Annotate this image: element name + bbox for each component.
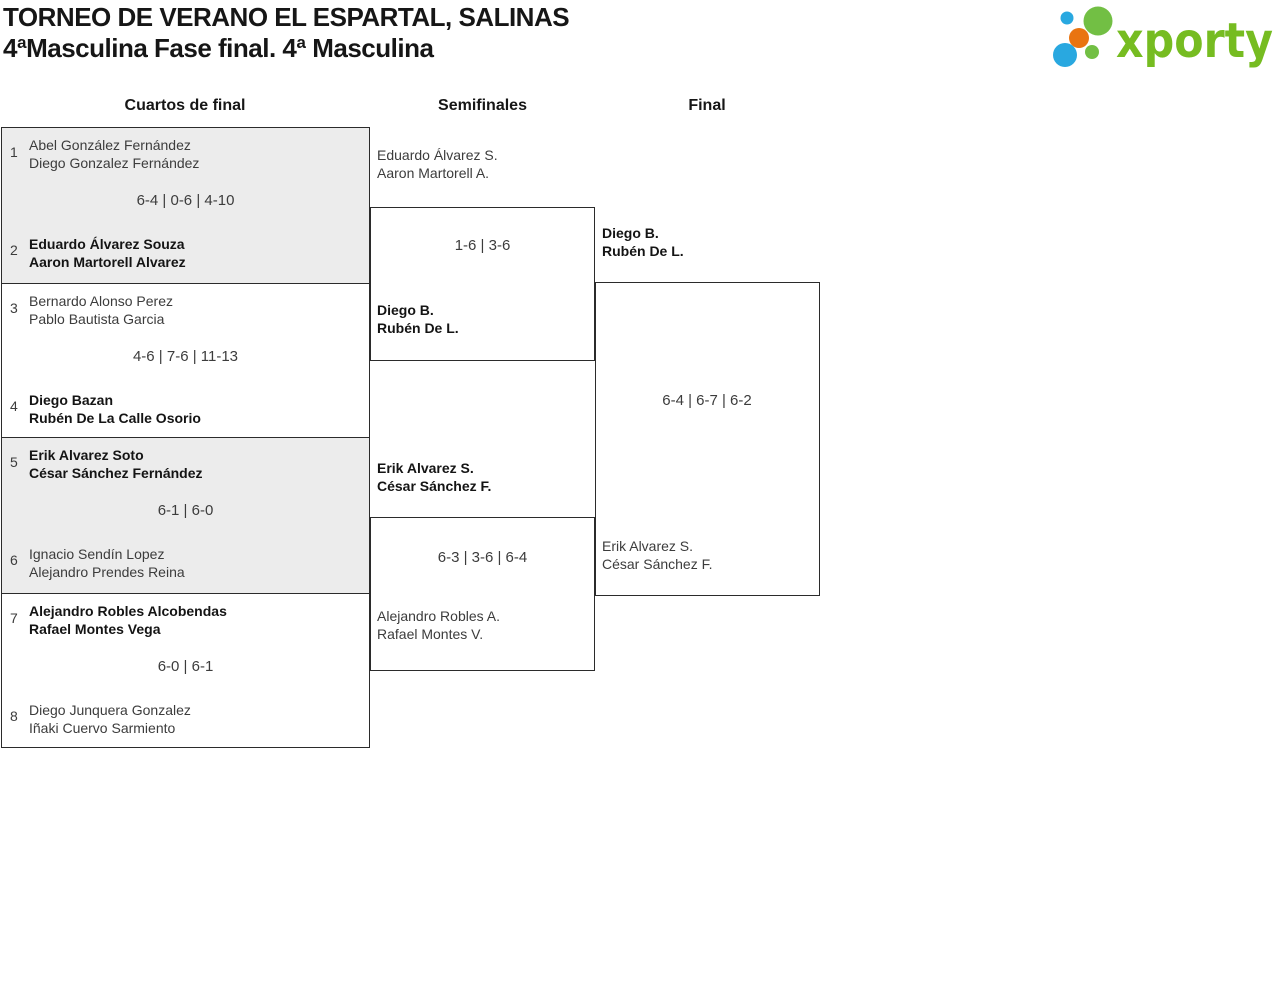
team-entry: Eduardo Álvarez Souza Aaron Martorell Al… [29, 235, 186, 271]
category-title: 4ªMasculina Fase final. 4ª Masculina [3, 33, 434, 63]
seed-label: 1 [10, 144, 18, 160]
seed-label: 3 [10, 300, 18, 316]
match-score: 6-0 | 6-1 [157, 658, 214, 675]
seed-label: 6 [10, 552, 18, 568]
player-name: Pablo Bautista Garcia [29, 311, 165, 327]
player-name: Diego B. [602, 225, 659, 241]
column-header-final: Final [688, 97, 726, 114]
team-entry: Ignacio Sendín Lopez Alejandro Prendes R… [29, 545, 185, 581]
player-name: Abel González Fernández [29, 137, 191, 153]
player-name: Eduardo Álvarez S. [377, 147, 498, 163]
player-name: Aaron Martorell A. [377, 165, 490, 181]
team-entry: Erik Alvarez S. César Sánchez F. [602, 537, 713, 573]
player-name: Rubén De L. [602, 243, 684, 259]
team-entry: Diego B. Rubén De L. [377, 301, 459, 337]
team-entry: Eduardo Álvarez S. Aaron Martorell A. [377, 146, 498, 182]
player-name: Alejandro Robles Alcobendas [29, 603, 227, 619]
match-score: 6-3 | 3-6 | 6-4 [437, 549, 528, 566]
player-name: Rubén De L. [377, 320, 459, 336]
team-entry: Abel González Fernández Diego Gonzalez F… [29, 136, 199, 172]
seed-label: 8 [10, 708, 18, 724]
match-score: 1-6 | 3-6 [454, 237, 511, 254]
final-match[interactable] [595, 282, 820, 596]
column-header-semifinals: Semifinales [438, 97, 527, 114]
quarterfinal-match-3[interactable]: 5 Erik Alvarez Soto César Sánchez Fernán… [1, 437, 370, 594]
player-name: Erik Alvarez Soto [29, 447, 144, 463]
player-name: Erik Alvarez S. [602, 538, 694, 554]
team-entry: Bernardo Alonso Perez Pablo Bautista Gar… [29, 292, 173, 328]
player-name: César Sánchez Fernández [29, 465, 203, 481]
player-name: Aaron Martorell Alvarez [29, 254, 186, 270]
player-name: Rafael Montes Vega [29, 621, 161, 637]
seed-label: 5 [10, 454, 18, 470]
quarterfinal-match-2[interactable]: 3 Bernardo Alonso Perez Pablo Bautista G… [1, 283, 370, 438]
xporty-logo: xporty [1048, 2, 1278, 74]
match-score: 6-4 | 6-7 | 6-2 [662, 392, 752, 409]
player-name: Alejandro Robles A. [377, 608, 500, 624]
page-title: TORNEO DE VERANO EL ESPARTAL, SALINAS 4ª… [3, 2, 570, 64]
team-entry: Erik Alvarez S. César Sánchez F. [377, 459, 491, 495]
quarterfinal-match-4[interactable]: 7 Alejandro Robles Alcobendas Rafael Mon… [1, 593, 370, 748]
team-entry: Diego Bazan Rubén De La Calle Osorio [29, 391, 201, 427]
player-name: Diego B. [377, 302, 434, 318]
seed-label: 7 [10, 610, 18, 626]
logo-wordmark: xporty [1116, 13, 1273, 69]
logo-dot-green-small-icon [1085, 45, 1099, 59]
player-name: Ignacio Sendín Lopez [29, 546, 165, 562]
player-name: Eduardo Álvarez Souza [29, 236, 185, 252]
team-entry: Diego Junquera Gonzalez Iñaki Cuervo Sar… [29, 701, 191, 737]
column-header-quarterfinals: Cuartos de final [124, 97, 246, 114]
semifinal-match-2[interactable] [370, 517, 595, 671]
semifinal-match-1[interactable] [370, 207, 595, 361]
seed-label: 2 [10, 242, 18, 258]
team-entry: Erik Alvarez Soto César Sánchez Fernánde… [29, 446, 203, 482]
xporty-logo-graphic: xporty [1053, 6, 1273, 69]
player-name: Rubén De La Calle Osorio [29, 410, 201, 426]
player-name: Bernardo Alonso Perez [29, 293, 173, 309]
match-score: 6-1 | 6-0 [157, 502, 214, 519]
match-score: 4-6 | 7-6 | 11-13 [132, 348, 239, 365]
player-name: Alejandro Prendes Reina [29, 564, 185, 580]
logo-dot-orange-icon [1069, 28, 1089, 48]
match-score: 6-4 | 0-6 | 4-10 [136, 192, 235, 209]
player-name: Erik Alvarez S. [377, 460, 474, 476]
player-name: Diego Junquera Gonzalez [29, 702, 191, 718]
team-entry: Alejandro Robles A. Rafael Montes V. [377, 607, 500, 643]
quarterfinal-match-1[interactable]: 1 Abel González Fernández Diego Gonzalez… [1, 127, 370, 284]
player-name: Iñaki Cuervo Sarmiento [29, 720, 176, 736]
logo-dot-blue-large-icon [1053, 43, 1077, 67]
player-name: Diego Bazan [29, 392, 114, 408]
team-entry: Diego B. Rubén De L. [602, 224, 684, 260]
logo-dot-green-large-icon [1083, 6, 1113, 36]
player-name: César Sánchez F. [602, 556, 713, 572]
logo-dot-blue-small-icon [1060, 11, 1074, 25]
tournament-title: TORNEO DE VERANO EL ESPARTAL, SALINAS [3, 2, 570, 32]
player-name: César Sánchez F. [377, 478, 492, 494]
player-name: Rafael Montes V. [377, 626, 484, 642]
seed-label: 4 [10, 398, 18, 414]
player-name: Diego Gonzalez Fernández [29, 155, 200, 171]
team-entry: Alejandro Robles Alcobendas Rafael Monte… [29, 602, 227, 638]
